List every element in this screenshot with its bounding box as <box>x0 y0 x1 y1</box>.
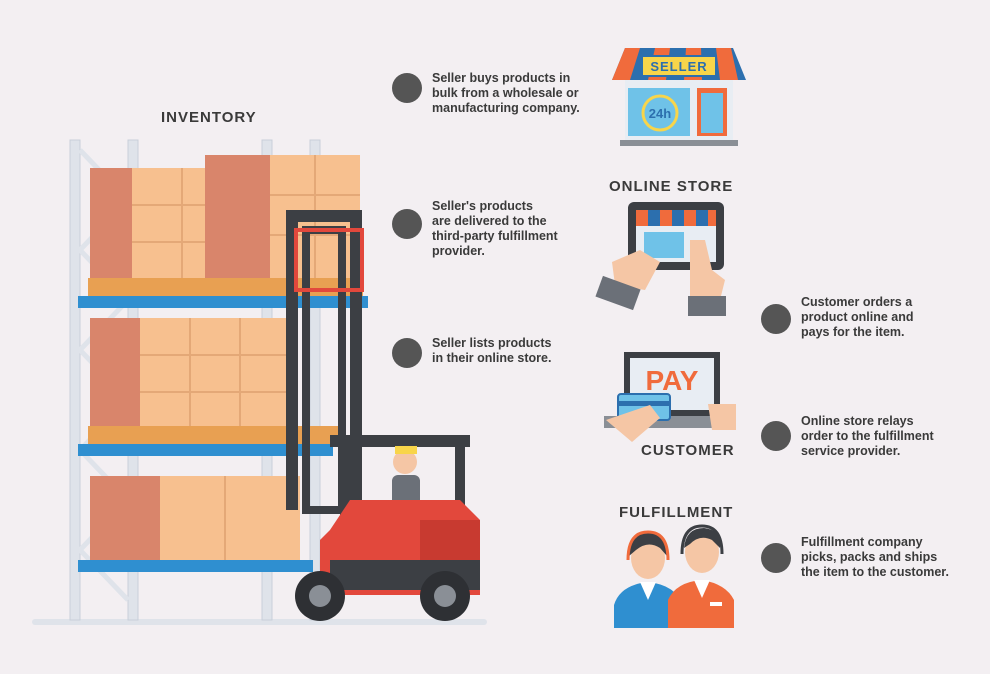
step-4-text: Customer orders a product online and pay… <box>801 295 914 339</box>
floor-line <box>32 619 487 625</box>
step-4: Customer orders a product online and pay… <box>761 295 914 340</box>
shelf-1-pallets <box>88 278 363 296</box>
step-1: Seller buys products in bulk from a whol… <box>392 71 580 116</box>
online-store-label: ONLINE STORE <box>609 178 734 195</box>
step-6: Fulfillment company picks, packs and shi… <box>761 535 949 580</box>
step-6-text: Fulfillment company picks, packs and shi… <box>801 535 949 579</box>
shelf-3-boxes <box>90 476 300 560</box>
step-5: Online store relays order to the fulfill… <box>761 414 934 459</box>
step-4-bullet <box>761 304 791 334</box>
seller-store-icon: SELLER 24h <box>612 48 746 146</box>
inventory-label: INVENTORY <box>161 109 257 126</box>
step-5-bullet <box>761 421 791 451</box>
step-2-bullet <box>392 209 422 239</box>
clock-24h-icon <box>641 94 679 132</box>
customer-label: CUSTOMER <box>641 442 735 459</box>
step-2-text: Seller's products are delivered to the t… <box>432 199 558 258</box>
fulfillment-label: FULFILLMENT <box>619 504 734 521</box>
shelf-1-beam <box>78 296 368 308</box>
shelf-2-beam <box>78 444 333 456</box>
step-1-text: Seller buys products in bulk from a whol… <box>432 71 580 115</box>
step-3: Seller lists products in their online st… <box>392 336 551 368</box>
step-3-text: Seller lists products in their online st… <box>432 336 552 365</box>
step-3-bullet <box>392 338 422 368</box>
pay-laptop-icon: PAY <box>604 352 736 442</box>
forklift <box>286 210 480 621</box>
shelf-3-beam <box>78 560 313 572</box>
step-5-text: Online store relays order to the fulfill… <box>801 414 934 458</box>
online-store-tablet-icon <box>595 202 726 316</box>
step-6-bullet <box>761 543 791 573</box>
seller-sign-text: SELLER <box>650 59 707 74</box>
step-2: Seller's products are delivered to the t… <box>392 199 558 259</box>
shelf-2-pallets <box>88 426 338 444</box>
pay-screen-text: PAY <box>646 365 699 396</box>
hours-badge-text: 24h <box>649 106 671 121</box>
step-1-bullet <box>392 73 422 103</box>
shelf-2-boxes <box>90 318 290 426</box>
fulfillment-agents-icon <box>614 524 734 628</box>
